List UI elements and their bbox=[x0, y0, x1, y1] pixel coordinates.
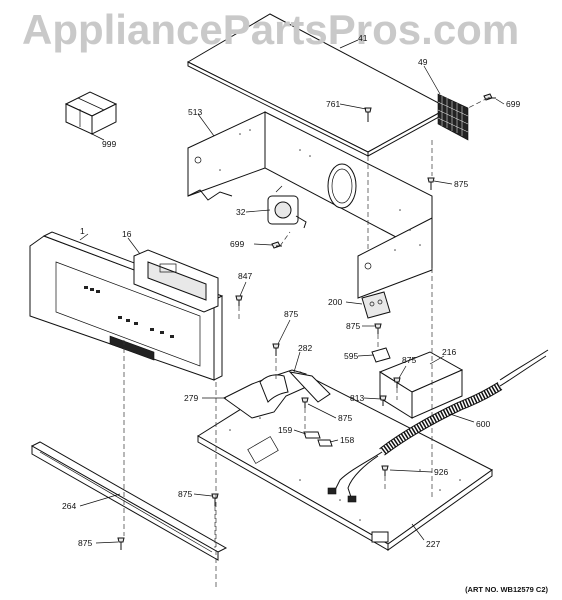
bracket bbox=[371, 347, 391, 363]
terminal-block bbox=[361, 291, 391, 319]
screws-top bbox=[364, 93, 496, 190]
bottom-plate bbox=[197, 371, 493, 551]
leader-lines bbox=[79, 39, 505, 544]
sensors bbox=[303, 431, 333, 447]
art-number: (ART NO. WB12579 C2) bbox=[465, 585, 548, 594]
callout-227: 227 bbox=[426, 539, 441, 549]
front-rail bbox=[30, 441, 228, 561]
callout-32: 32 bbox=[236, 207, 246, 217]
callout-926: 926 bbox=[434, 467, 449, 477]
callout-595: 595 bbox=[344, 351, 359, 361]
callout-200: 200 bbox=[328, 297, 343, 307]
callout-216: 216 bbox=[442, 347, 457, 357]
callout-875-a: 875 bbox=[454, 179, 469, 189]
callout-847: 847 bbox=[238, 271, 253, 281]
callout-875-b: 875 bbox=[346, 321, 361, 331]
screws-lower bbox=[117, 323, 401, 550]
callout-875-f: 875 bbox=[178, 489, 193, 499]
air-duct bbox=[223, 369, 331, 419]
callout-875-d: 875 bbox=[402, 355, 417, 365]
control-board bbox=[133, 249, 219, 313]
cooling-fan-housing bbox=[378, 351, 464, 419]
callout-699-top: 699 bbox=[506, 99, 521, 109]
callout-999: 999 bbox=[102, 139, 117, 149]
callout-282: 282 bbox=[298, 343, 313, 353]
callout-600: 600 bbox=[476, 419, 491, 429]
callout-761: 761 bbox=[326, 99, 341, 109]
callout-279: 279 bbox=[184, 393, 199, 403]
chassis-shroud bbox=[187, 111, 433, 299]
callout-41: 41 bbox=[358, 33, 368, 43]
callout-49: 49 bbox=[418, 57, 428, 67]
callout-1: 1 bbox=[80, 226, 85, 236]
callout-699-mid: 699 bbox=[230, 239, 245, 249]
motor-assembly bbox=[267, 185, 307, 229]
package-box bbox=[64, 91, 118, 135]
callout-159: 159 bbox=[278, 425, 293, 435]
callout-513: 513 bbox=[188, 107, 203, 117]
callout-264: 264 bbox=[62, 501, 77, 511]
callout-875-c: 875 bbox=[284, 309, 299, 319]
callout-16: 16 bbox=[122, 229, 132, 239]
callout-875-e: 875 bbox=[338, 413, 353, 423]
callout-158: 158 bbox=[340, 435, 355, 445]
alignment-lines bbox=[123, 97, 489, 588]
wire-harness bbox=[327, 451, 383, 503]
callout-813: 813 bbox=[350, 393, 365, 403]
top-cover-panel bbox=[186, 13, 450, 157]
vent-grille bbox=[437, 93, 469, 141]
callout-875-g: 875 bbox=[78, 538, 93, 548]
watermark-text: AppliancePartsPros.com bbox=[22, 6, 520, 53]
flexible-conduit bbox=[379, 349, 549, 456]
